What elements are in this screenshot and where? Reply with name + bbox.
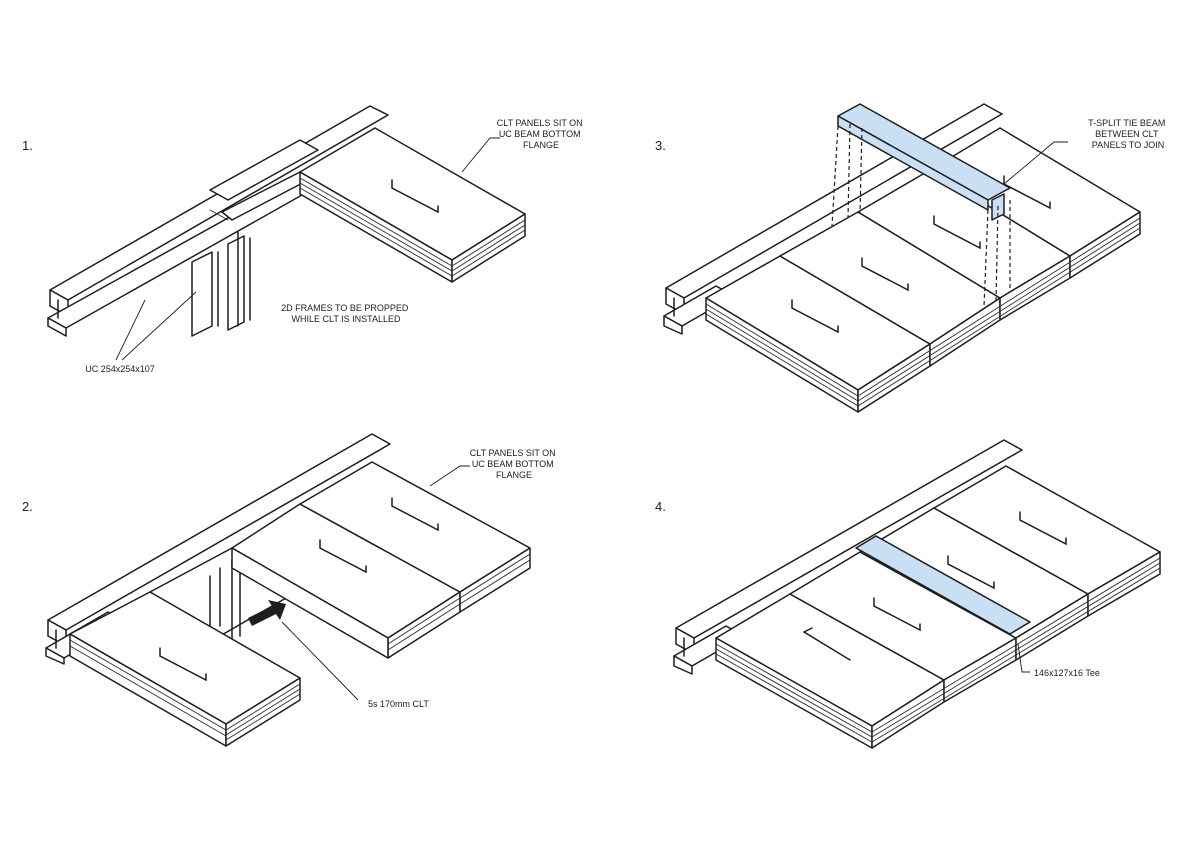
step-3-tie-leader	[1003, 141, 1068, 185]
step-3-span-direction-icon-d	[1003, 175, 1051, 210]
step-2-span-direction-icon-b	[391, 497, 439, 532]
step-4-span-direction-icon-a	[803, 631, 851, 661]
step-4-tee-strip	[855, 535, 1031, 635]
step-4-span-direction-icon-c	[947, 555, 995, 590]
step-2-clt-panels-installed	[231, 461, 531, 659]
step-1: 1.	[22, 105, 585, 374]
step-1-column-leader-a	[115, 299, 146, 361]
step-4-arrowhead-icon	[803, 627, 813, 633]
step-4-span-direction-icon-d	[1019, 511, 1067, 546]
step-2-spec-leader	[281, 621, 359, 701]
step-4-span-direction-icon-b	[873, 597, 921, 632]
step-3-span-direction-icon-a	[791, 299, 839, 334]
step-2-spec-note: 5s 170mm CLT	[368, 699, 429, 709]
step-3-span-direction-icon-b	[861, 257, 909, 292]
step-2: 2.	[22, 433, 558, 747]
step-3-number: 3.	[655, 138, 666, 153]
step-2-clt-note: CLT PANELS SIT ON UC BEAM BOTTOM FLANGE	[470, 448, 558, 480]
step-4-tee-leader	[1017, 643, 1030, 673]
step-3: 3.	[655, 103, 1168, 413]
step-2-span-direction-icon-a	[319, 539, 367, 574]
step-2-span-direction-icon-c	[159, 647, 207, 682]
step-1-column-note: UC 254x254x107	[85, 364, 155, 374]
step-3-clt-panels	[705, 127, 1141, 413]
step-4-tee-note: 146x127x16 Tee	[1034, 668, 1100, 678]
step-1-column-leader-b	[121, 291, 197, 361]
step-1-columns	[191, 231, 251, 337]
step-1-clt-panel	[299, 127, 526, 283]
step-3-tie-note: T-SPLIT TIE BEAM BETWEEN CLT PANELS TO J…	[1088, 118, 1168, 150]
step-4-number: 4.	[655, 499, 666, 514]
step-3-tie-beam	[831, 103, 1011, 307]
step-1-clt-note: CLT PANELS SIT ON UC BEAM BOTTOM FLANGE	[497, 118, 585, 150]
step-2-clt-leader	[429, 465, 470, 487]
step-2-number: 2.	[22, 499, 33, 514]
step-1-number: 1.	[22, 138, 33, 153]
step-1-clt-leader	[461, 137, 500, 173]
step-2-clt-panel-front	[69, 591, 301, 747]
step-2-insert-arrow-icon	[248, 600, 286, 626]
step-4: 4.	[655, 439, 1161, 749]
step-1-frames-note: 2D FRAMES TO BE PROPPED WHILE CLT IS INS…	[281, 303, 411, 324]
step-1-cross-beam	[209, 139, 319, 221]
step-1-span-direction-icon	[391, 179, 439, 214]
step-3-span-direction-icon-c	[933, 215, 981, 250]
step-4-clt-panels	[715, 465, 1161, 749]
